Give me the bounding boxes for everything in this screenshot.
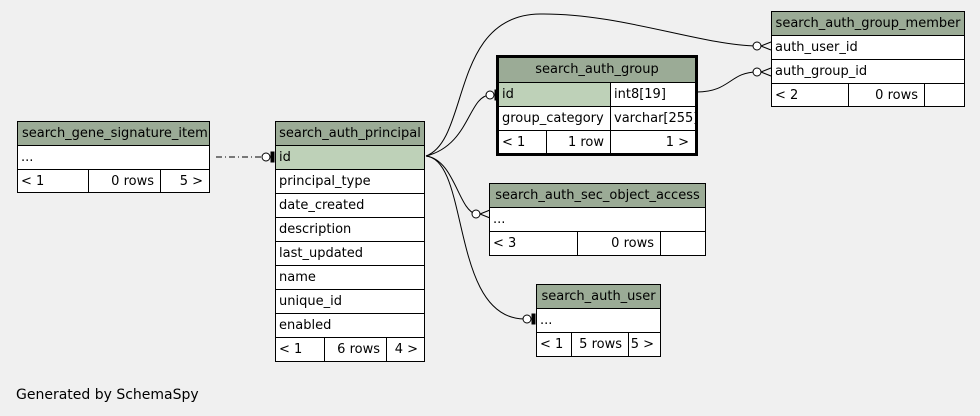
table-header: search_auth_sec_object_access [490, 184, 705, 208]
footer-rows: 0 rows [88, 170, 160, 193]
edge-end-circle [522, 314, 532, 324]
footer-children: 1 > [610, 131, 695, 153]
footer-children [660, 232, 705, 255]
footer-rows: 6 rows [324, 338, 386, 361]
footer-children: 4 > [386, 338, 424, 361]
footer-children [924, 84, 964, 106]
table-search-gene-signature-item[interactable]: search_gene_signature_item ... < 1 0 row… [17, 121, 210, 193]
table-search-auth-group-member[interactable]: search_auth_group_member auth_user_id au… [771, 11, 965, 107]
table-header: search_auth_principal [276, 122, 424, 146]
column-type: varchar[255] [610, 107, 695, 130]
table-column: auth_group_id [772, 60, 964, 84]
footer-parents: < 1 [279, 342, 303, 357]
edge-end-circle [471, 209, 481, 219]
table-footer: < 3 0 rows [490, 232, 705, 255]
table-column: group_category varchar[255] [499, 107, 695, 131]
table-footer: < 2 0 rows [772, 84, 964, 106]
footer-children: 5 > [160, 170, 209, 193]
edge-principal-to-group-member [425, 13, 758, 157]
footer-parents: < 1 [540, 337, 564, 352]
table-search-auth-sec-object-access[interactable]: search_auth_sec_object_access ... < 3 0 … [489, 183, 706, 256]
table-column: principal_type [276, 170, 424, 194]
table-column: enabled [276, 314, 424, 338]
edge-principal-to-group [425, 94, 491, 157]
table-header: search_auth_group_member [772, 12, 964, 36]
table-search-auth-user[interactable]: search_auth_user ... < 1 5 rows 5 > [536, 284, 661, 357]
footer-parents: < 2 [775, 88, 799, 103]
edge-end-crowfoot [760, 67, 772, 77]
table-header: search_auth_user [537, 285, 660, 309]
edge-principal-to-auth-user [425, 155, 525, 320]
edge-end-circle [752, 41, 762, 51]
table-column: unique_id [276, 290, 424, 314]
column-name: id [499, 83, 610, 106]
table-footer: < 1 6 rows 4 > [276, 338, 424, 361]
footer-rows: 0 rows [577, 232, 660, 255]
edge-end-circle [261, 152, 271, 162]
edge-end-crowfoot [479, 209, 491, 219]
table-search-auth-group[interactable]: search_auth_group id int8[19] group_cate… [496, 55, 698, 156]
generated-by-label: Generated by SchemaSpy [16, 387, 199, 403]
table-column: date_created [276, 194, 424, 218]
table-header: search_gene_signature_item [18, 122, 209, 146]
table-header: search_auth_group [499, 58, 695, 83]
table-column: ... [537, 309, 660, 333]
edge-end-crowfoot [760, 41, 772, 51]
edge-end-circle [752, 67, 762, 77]
edge-group-to-group-member [696, 71, 758, 93]
footer-rows: 0 rows [848, 84, 924, 106]
table-footer: < 1 0 rows 5 > [18, 170, 209, 193]
table-column-pk: id int8[19] [499, 83, 695, 107]
edge-end-bar [531, 313, 536, 325]
footer-rows: 1 row [546, 131, 610, 153]
column-name: group_category [502, 111, 604, 126]
footer-parents: < 3 [493, 236, 517, 251]
column-type: int8[19] [610, 83, 695, 106]
table-column-pk: id [276, 146, 424, 170]
footer-children: 5 > [628, 333, 660, 356]
table-column: ... [18, 146, 209, 170]
table-footer: < 1 5 rows 5 > [537, 333, 660, 356]
edge-principal-to-sec-object [425, 155, 477, 215]
footer-rows: 5 rows [571, 333, 628, 356]
footer-parents: < 1 [21, 174, 45, 189]
table-column: name [276, 266, 424, 290]
table-column: description [276, 218, 424, 242]
footer-parents: < 1 [502, 135, 526, 150]
table-footer: < 1 1 row 1 > [499, 131, 695, 153]
table-column: auth_user_id [772, 36, 964, 60]
table-column: last_updated [276, 242, 424, 266]
edge-end-circle [485, 90, 495, 100]
edge-end-bar [270, 151, 275, 163]
table-column: ... [490, 208, 705, 232]
table-search-auth-principal[interactable]: search_auth_principal id principal_type … [275, 121, 425, 362]
